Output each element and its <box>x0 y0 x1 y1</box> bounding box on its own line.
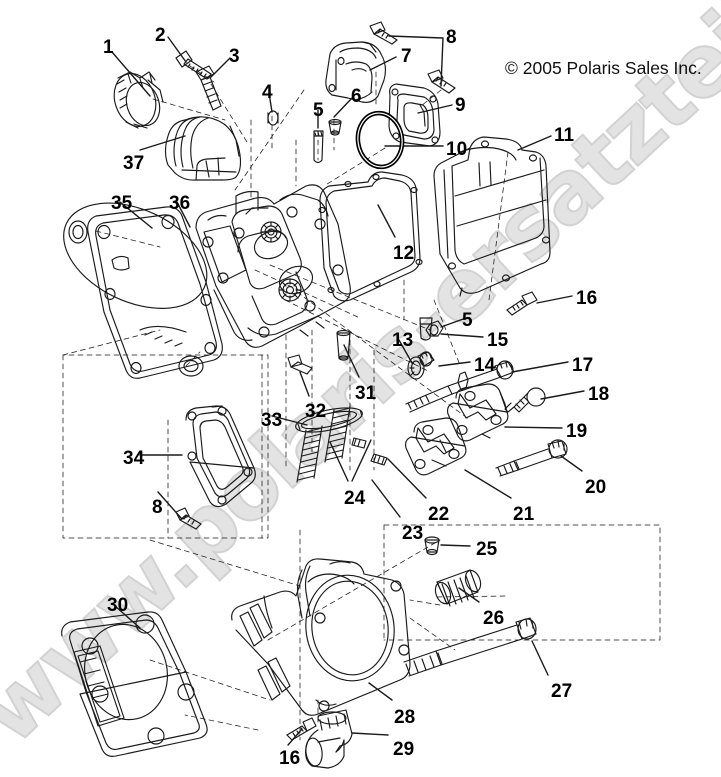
callout-37: 37 <box>123 153 145 174</box>
callout-27: 27 <box>551 681 573 702</box>
callout-31: 31 <box>355 383 377 404</box>
part-dowel-25 <box>424 536 440 556</box>
spline-boss-b <box>278 278 302 302</box>
callout-35: 35 <box>111 193 133 214</box>
part-nut-15 <box>425 320 444 337</box>
callout-36: 36 <box>169 193 191 214</box>
callout-26: 26 <box>483 608 505 629</box>
callout-28: 28 <box>394 707 416 728</box>
callout-20: 20 <box>585 477 607 498</box>
callout-34: 34 <box>123 448 145 469</box>
part-plug-6 <box>328 118 342 136</box>
part-bolt-17 <box>405 360 515 413</box>
callout-29: 29 <box>393 739 415 760</box>
assembly-lines <box>62 65 661 741</box>
part-stud-27 <box>403 617 537 677</box>
callout-23: 23 <box>402 523 424 544</box>
callout-4: 4 <box>262 82 273 103</box>
part-bolt-20 <box>495 439 568 477</box>
spline-boss-a <box>260 221 282 243</box>
callout-3: 3 <box>229 46 240 67</box>
part-oring-10 <box>355 110 405 170</box>
callout-5: 5 <box>313 100 324 121</box>
part-cylinder-head-36 <box>195 184 351 348</box>
part-housing-9 <box>388 83 441 147</box>
callout-8: 8 <box>446 27 457 48</box>
callout-8b: 8 <box>152 497 163 518</box>
callout-14: 14 <box>474 355 496 376</box>
callout-33: 33 <box>261 410 283 431</box>
part-screw-16b <box>286 717 317 741</box>
part-bolt-3 <box>195 65 222 111</box>
part-screw-8b <box>427 69 456 94</box>
part-rocker-21 <box>404 417 467 476</box>
copyright-notice: © 2005 Polaris Sales Inc. <box>505 58 702 78</box>
callout-21: 21 <box>513 504 535 525</box>
part-pin-4 <box>267 110 279 126</box>
part-elbow-29 <box>305 709 353 769</box>
part-screw-18 <box>504 387 546 413</box>
part-cylinder-28 <box>231 558 411 716</box>
callout-16: 16 <box>576 288 598 309</box>
callout-22: 22 <box>428 504 450 525</box>
leader-lines <box>111 35 585 746</box>
callout-7: 7 <box>401 46 412 67</box>
part-dowel-5 <box>313 130 324 164</box>
part-bolt-2 <box>175 50 212 80</box>
callout-12: 12 <box>393 243 415 264</box>
callout-32: 32 <box>305 401 327 422</box>
callout-16b: 16 <box>279 748 301 769</box>
part-gasket-12 <box>318 171 423 302</box>
part-screw-8a <box>369 21 398 45</box>
part-head-gasket-35 <box>63 202 223 379</box>
part-springs-24 <box>296 405 351 483</box>
callout-18: 18 <box>588 384 610 405</box>
callout-11: 11 <box>554 125 575 146</box>
callout-17: 17 <box>572 355 594 376</box>
callout-1: 1 <box>103 37 114 58</box>
part-screw-32 <box>287 354 313 375</box>
part-gasket-30 <box>61 611 208 757</box>
part-dowel-5b <box>419 317 433 341</box>
part-intake-boot <box>164 116 242 181</box>
callout-19: 19 <box>566 421 588 442</box>
part-stud-22 <box>370 453 388 466</box>
callout-13: 13 <box>392 330 414 351</box>
part-seal-rings <box>68 220 204 377</box>
callout-5b: 5 <box>462 310 473 331</box>
callout-10: 10 <box>446 139 468 160</box>
callout-25: 25 <box>476 539 498 560</box>
part-screw-16a <box>506 291 538 316</box>
part-fitting-26 <box>434 569 482 607</box>
part-valve-guide-31 <box>336 329 351 361</box>
part-cover-plate-34 <box>185 405 256 508</box>
part-stud-23 <box>351 437 367 449</box>
callout-15: 15 <box>487 330 509 351</box>
part-valve-cover-11 <box>433 136 551 297</box>
callout-6: 6 <box>351 86 362 107</box>
callout-24: 24 <box>344 488 366 509</box>
part-collar-13 <box>407 356 425 380</box>
callout-9: 9 <box>455 95 466 116</box>
part-clamp <box>113 71 164 129</box>
part-screw-8c <box>175 507 202 530</box>
part-bolt-14 <box>417 351 435 367</box>
part-manifold-7 <box>325 41 387 103</box>
callout-30: 30 <box>107 595 129 616</box>
callout-2: 2 <box>155 25 166 46</box>
